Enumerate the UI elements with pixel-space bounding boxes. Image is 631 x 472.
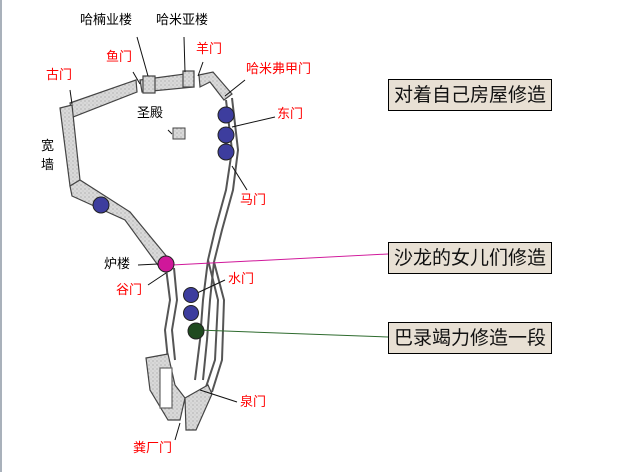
label-broad-wall: 宽墙: [41, 139, 55, 173]
label-valley-gate: 谷门: [116, 283, 143, 298]
label-horse-gate: 马门: [240, 193, 267, 208]
label-fountain-gate: 泉门: [240, 395, 267, 410]
label-water-gate: 水门: [228, 272, 255, 287]
blue-tower-6: [183, 305, 199, 321]
callout-own-house: 对着自己房屋修造: [388, 79, 553, 111]
north-wall: [69, 70, 233, 118]
hananel-tower-shape: [142, 75, 156, 94]
wall-segment-old-to-fish: [69, 79, 138, 118]
magenta-connector-line: [171, 253, 389, 266]
blue-tower-4: [92, 196, 110, 214]
label-fish-gate: 鱼门: [106, 50, 133, 65]
blue-tower-5: [183, 287, 199, 303]
label-furnace-tower: 炉楼: [104, 257, 131, 272]
green-connector-line: [197, 329, 389, 338]
blue-tower-3: [217, 143, 235, 161]
west-wall: [59, 104, 169, 269]
label-east-gate: 东门: [277, 107, 304, 122]
label-hammeah-tower: 哈米亚楼: [156, 13, 209, 28]
green-tower: [187, 322, 205, 340]
south-wall: [145, 353, 213, 431]
broad-wall-lower: [69, 179, 169, 269]
label-dung-gate: 粪厂门: [133, 441, 173, 456]
label-old-gate: 古门: [46, 68, 73, 83]
hammeah-tower-shape: [182, 70, 195, 88]
tower-markers: [92, 106, 235, 340]
label-temple: 圣殿: [137, 106, 164, 121]
left-edge-border: [0, 0, 2, 472]
wall-segment-sheep-corner: [198, 71, 233, 101]
callout-baruch: 巴录竭力修造一段: [388, 322, 553, 354]
broad-wall-upper: [59, 104, 81, 187]
label-muster-gate: 哈米弗甲门: [246, 62, 312, 77]
leader-lines: [69, 36, 276, 441]
magenta-tower: [157, 255, 175, 273]
callout-shallum-daughters: 沙龙的女儿们修造: [388, 242, 553, 274]
label-sheep-gate: 羊门: [196, 42, 223, 57]
blue-tower-1: [217, 106, 235, 124]
blue-tower-2: [217, 126, 235, 144]
temple-shape: [172, 127, 186, 140]
label-hananel-tower: 哈楠业楼: [80, 13, 133, 28]
